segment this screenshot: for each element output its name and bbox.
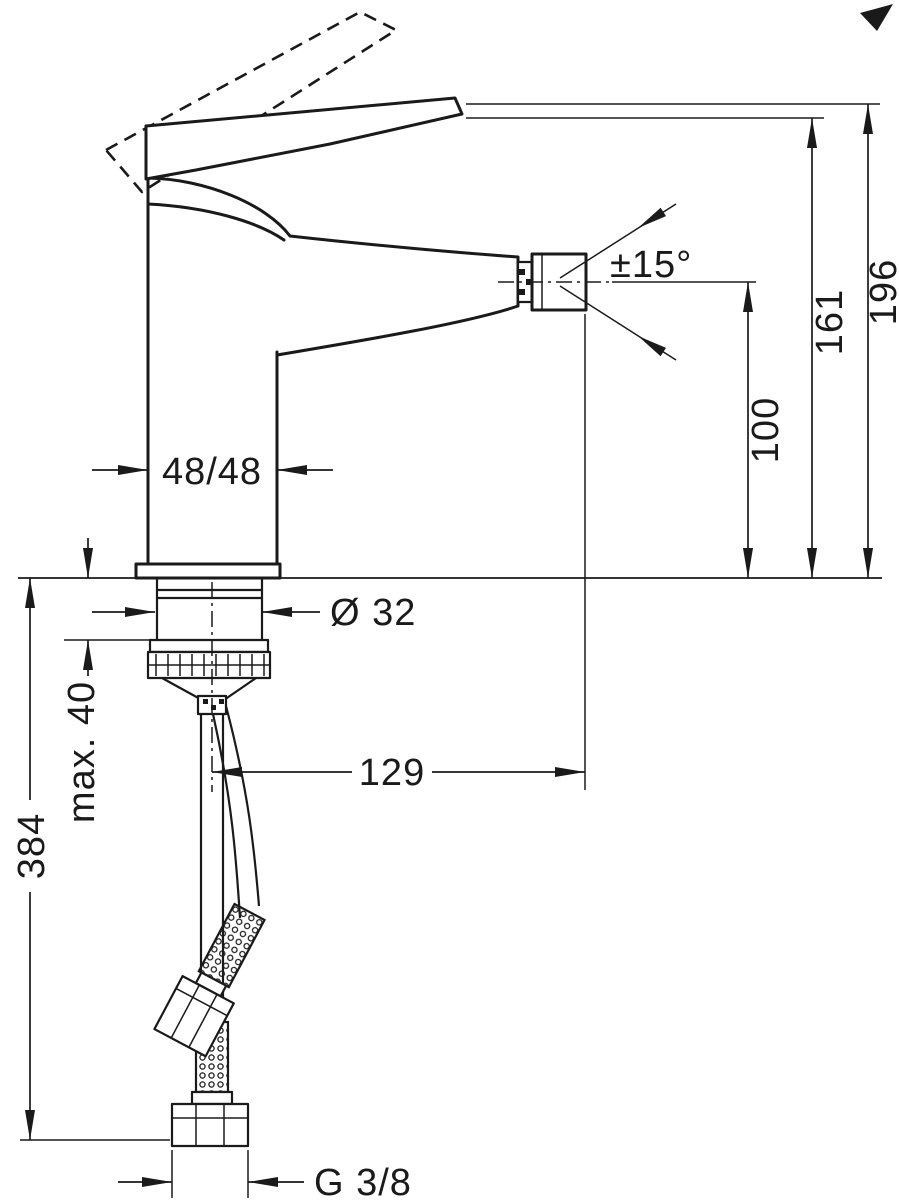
base-plate: [134, 562, 282, 580]
washer: [148, 638, 270, 654]
dimension-width-48-48: 48/48: [92, 451, 333, 493]
faucet-body: [134, 96, 520, 580]
dim-label-angle: ±15°: [610, 244, 692, 286]
handle-lever: [144, 96, 464, 181]
hose-straight-nut-facets: [172, 1104, 248, 1146]
dimension-height-100: 100: [612, 281, 787, 578]
swivel-arrow-down-icon: [638, 336, 666, 357]
hose-angled: [211, 705, 261, 919]
dimension-angle-15: ±15°: [559, 203, 692, 361]
hose-angled-nut: [153, 974, 235, 1058]
hose-straight-collar: [190, 1090, 234, 1106]
dim-label-32: Ø 32: [330, 592, 416, 634]
dim-label-384: 384: [11, 813, 53, 879]
dimension-length-384: 384: [11, 578, 170, 1141]
dimension-reach-129: 129: [212, 314, 586, 794]
dim-label-100: 100: [745, 397, 787, 463]
dim-label-129: 129: [359, 752, 425, 794]
hose-angled-braid: [197, 902, 266, 989]
dimension-max-40: max. 40: [61, 538, 152, 823]
dimension-height-196: 196: [466, 103, 899, 578]
supply-hoses: [153, 705, 266, 1148]
mounting-hardware: [146, 578, 272, 792]
body-spout-outline: [146, 176, 520, 566]
shank-cone: [161, 677, 257, 701]
hose-straight-nut: [170, 1102, 250, 1148]
dim-label-max40: max. 40: [61, 681, 103, 823]
dim-label-48-48: 48/48: [162, 451, 262, 493]
mounting-nut-knurl: [148, 654, 270, 676]
crimp-knurl: [203, 699, 224, 710]
ext-lines-g38: [171, 1150, 249, 1198]
dimension-diameter-32: Ø 32: [92, 592, 416, 634]
corner-arrow-icon: [860, 4, 893, 31]
hose-angled-nut-facets: [170, 984, 228, 1048]
swivel-arrow-up-icon: [638, 207, 666, 228]
handle-raised-dashed: [104, 10, 398, 194]
hose-angled-end: [153, 902, 266, 1058]
dimension-height-161: 161: [466, 117, 851, 578]
dimension-thread-g38: G 3/8: [118, 1150, 412, 1202]
dim-label-g38: G 3/8: [314, 1162, 412, 1202]
dim-label-161: 161: [809, 289, 851, 355]
threaded-shank: [155, 578, 264, 640]
dim-label-196: 196: [863, 259, 899, 325]
aerator: [498, 252, 612, 312]
